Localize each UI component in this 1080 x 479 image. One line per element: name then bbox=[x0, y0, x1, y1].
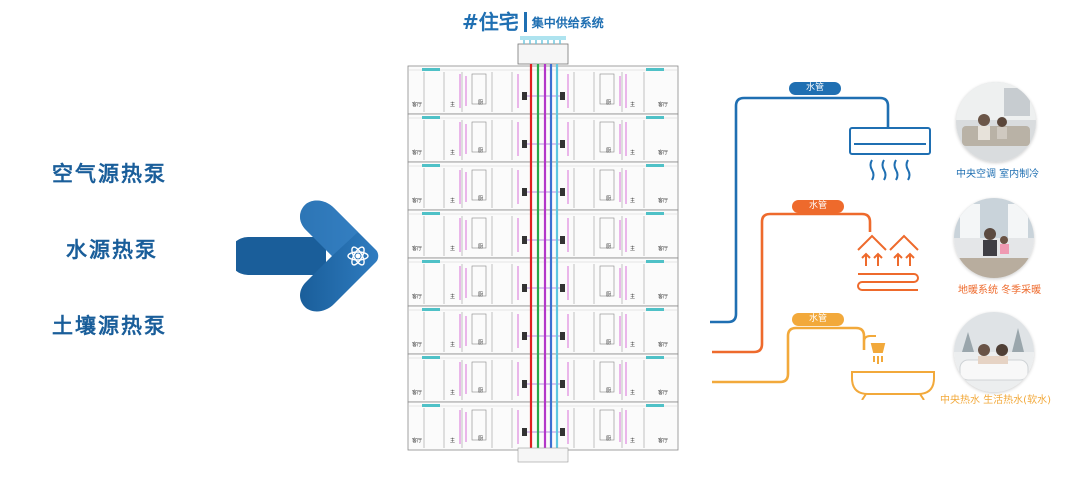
floor bbox=[407, 353, 679, 403]
room-label-kitchen: 厨 bbox=[478, 436, 483, 442]
room-label-master: 主 bbox=[630, 149, 635, 156]
floor bbox=[407, 209, 679, 259]
air-conditioner-icon bbox=[849, 127, 931, 181]
caption-ac: 中央空调 室内制冷 bbox=[956, 169, 1040, 180]
floor bbox=[407, 305, 679, 355]
floor bbox=[407, 113, 679, 163]
source-ground: 土壤源热泵 bbox=[52, 314, 167, 338]
room-label-master: 主 bbox=[450, 245, 455, 252]
room-label-master: 主 bbox=[450, 197, 455, 204]
floor bbox=[407, 401, 679, 451]
caption-heating: 地暖系统 冬季采暖 bbox=[958, 285, 1042, 296]
room-label-living: 客厅 bbox=[658, 341, 668, 348]
room-label-kitchen: 厨 bbox=[478, 340, 483, 346]
photo-family-room bbox=[954, 198, 1034, 278]
room-label-kitchen: 厨 bbox=[606, 100, 611, 106]
photo-living-room bbox=[956, 82, 1036, 162]
room-label-living: 客厅 bbox=[412, 341, 422, 348]
room-label-living: 客厅 bbox=[658, 197, 668, 204]
room-label-living: 客厅 bbox=[658, 245, 668, 252]
room-label-master: 主 bbox=[630, 389, 635, 396]
room-label-living: 客厅 bbox=[412, 149, 422, 156]
room-label-living: 客厅 bbox=[412, 293, 422, 300]
room-label-kitchen: 厨 bbox=[478, 148, 483, 154]
floor bbox=[407, 65, 679, 115]
room-label-living: 客厅 bbox=[658, 101, 668, 108]
hotwater-pipe bbox=[712, 326, 866, 384]
floor bbox=[407, 161, 679, 211]
pipe-tag-heating: 水管 bbox=[792, 200, 844, 213]
room-label-living: 客厅 bbox=[412, 437, 422, 444]
room-label-living: 客厅 bbox=[412, 245, 422, 252]
title-subtitle: 集中供给系统 bbox=[531, 16, 604, 30]
room-label-master: 主 bbox=[450, 389, 455, 396]
room-label-master: 主 bbox=[450, 149, 455, 156]
room-label-kitchen: 厨 bbox=[478, 196, 483, 202]
room-label-kitchen: 厨 bbox=[606, 196, 611, 202]
output-pipes bbox=[710, 96, 935, 400]
source-water: 水源热泵 bbox=[66, 238, 158, 262]
room-label-master: 主 bbox=[450, 437, 455, 444]
room-label-living: 客厅 bbox=[658, 437, 668, 444]
building-floorplan: 客厅主厨厨主客厅客厅主厨厨主客厅客厅主厨厨主客厅客厅主厨厨主客厅客厅主厨厨主客厅… bbox=[407, 36, 679, 463]
ac-pipe bbox=[710, 96, 890, 324]
room-label-living: 客厅 bbox=[658, 149, 668, 156]
photo-bath bbox=[954, 312, 1034, 392]
room-label-master: 主 bbox=[450, 293, 455, 300]
room-label-kitchen: 厨 bbox=[606, 148, 611, 154]
rooftop-unit bbox=[517, 43, 569, 65]
room-label-living: 客厅 bbox=[412, 197, 422, 204]
room-label-living: 客厅 bbox=[412, 101, 422, 108]
floor bbox=[407, 257, 679, 307]
room-label-master: 主 bbox=[450, 341, 455, 348]
room-label-kitchen: 厨 bbox=[478, 244, 483, 250]
floors: 客厅主厨厨主客厅客厅主厨厨主客厅客厅主厨厨主客厅客厅主厨厨主客厅客厅主厨厨主客厅… bbox=[407, 65, 679, 451]
room-label-kitchen: 厨 bbox=[478, 100, 483, 106]
caption-hotwater: 中央热水 生活热水(软水) bbox=[940, 395, 1051, 406]
room-label-kitchen: 厨 bbox=[478, 292, 483, 298]
room-label-master: 主 bbox=[630, 437, 635, 444]
atom-icon bbox=[347, 246, 369, 266]
title-main: #住宅 bbox=[462, 10, 519, 34]
pipe-tag-hotwater: 水管 bbox=[792, 313, 844, 326]
riser-pipes bbox=[529, 64, 559, 448]
room-label-master: 主 bbox=[450, 101, 455, 108]
room-label-master: 主 bbox=[630, 293, 635, 300]
room-label-kitchen: 厨 bbox=[606, 340, 611, 346]
room-label-kitchen: 厨 bbox=[606, 244, 611, 250]
pipe-tag-ac: 水管 bbox=[789, 82, 841, 95]
source-air: 空气源热泵 bbox=[52, 162, 167, 186]
room-label-master: 主 bbox=[630, 197, 635, 204]
flow-arrow-icon bbox=[236, 200, 379, 312]
title-divider bbox=[523, 12, 527, 32]
room-label-master: 主 bbox=[630, 101, 635, 108]
room-label-living: 客厅 bbox=[412, 389, 422, 396]
bathtub-shower-icon bbox=[851, 335, 935, 400]
room-label-living: 客厅 bbox=[658, 389, 668, 396]
room-label-kitchen: 厨 bbox=[606, 388, 611, 394]
room-label-master: 主 bbox=[630, 245, 635, 252]
floor-heating-icon bbox=[857, 234, 919, 291]
room-label-master: 主 bbox=[630, 341, 635, 348]
diagram-title: #住宅 集中供给系统 bbox=[462, 8, 604, 34]
room-label-kitchen: 厨 bbox=[478, 388, 483, 394]
room-label-kitchen: 厨 bbox=[606, 436, 611, 442]
room-label-kitchen: 厨 bbox=[606, 292, 611, 298]
room-label-living: 客厅 bbox=[658, 293, 668, 300]
heating-pipe bbox=[712, 212, 872, 354]
